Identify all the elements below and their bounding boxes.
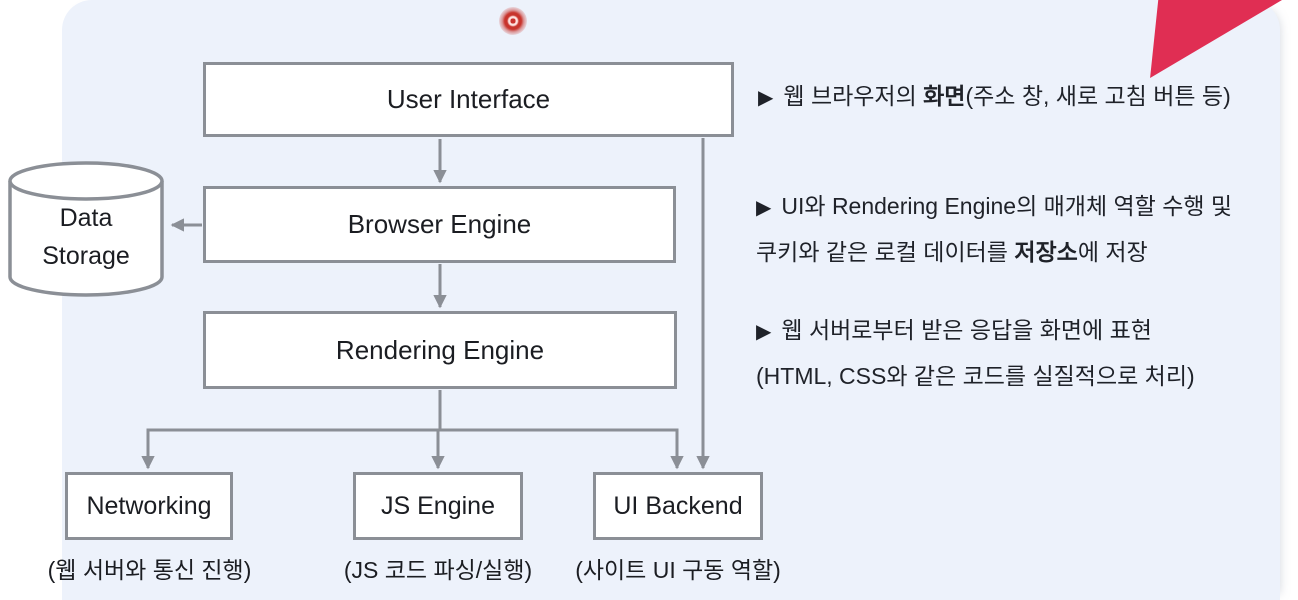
- note-browser-engine-line1: ▶UI와 Rendering Engine의 매개체 역할 수행 및: [756, 193, 1233, 219]
- note-browser-engine: ▶UI와 Rendering Engine의 매개체 역할 수행 및 쿠키와 같…: [756, 184, 1232, 274]
- caption-js-engine: (JS 코드 파싱/실행): [343, 557, 533, 583]
- box-user-interface: User Interface: [203, 62, 734, 137]
- laser-pointer-dot-icon: [499, 7, 527, 35]
- box-user-interface-label: User Interface: [386, 84, 551, 114]
- data-storage-cylinder: [8, 161, 164, 297]
- box-networking-label: Networking: [86, 491, 212, 520]
- note-user-interface-line1: ▶웹 브라우저의 화면(주소 창, 새로 고침 버튼 등): [758, 83, 1231, 109]
- bullet-triangle-icon: ▶: [758, 87, 774, 109]
- data-storage-line2: Storage: [42, 242, 130, 270]
- box-js-engine: JS Engine: [353, 472, 523, 540]
- box-browser-engine-label: Browser Engine: [347, 209, 532, 239]
- note-rendering-engine-line1: ▶웹 서버로부터 받은 응답을 화면에 표현: [756, 317, 1152, 343]
- data-storage-line1: Data: [59, 204, 113, 232]
- box-rendering-engine-label: Rendering Engine: [335, 334, 545, 365]
- note-rendering-engine: ▶웹 서버로부터 받은 응답을 화면에 표현 (HTML, CSS와 같은 코드…: [756, 308, 1195, 398]
- bullet-triangle-icon: ▶: [756, 197, 772, 219]
- note-rendering-engine-line2: (HTML, CSS와 같은 코드를 실질적으로 처리): [756, 363, 1195, 389]
- note-browser-engine-line2: 쿠키와 같은 로컬 데이터를 저장소에 저장: [756, 239, 1148, 265]
- box-ui-backend-label: UI Backend: [613, 491, 743, 520]
- box-networking: Networking: [65, 472, 233, 540]
- box-js-engine-label: JS Engine: [381, 491, 495, 520]
- data-storage-label: Data Storage: [10, 199, 162, 275]
- caption-ui-backend: (사이트 UI 구동 역할): [575, 557, 781, 583]
- box-ui-backend: UI Backend: [593, 472, 763, 540]
- note-user-interface: ▶웹 브라우저의 화면(주소 창, 새로 고침 버튼 등): [758, 74, 1231, 120]
- box-rendering-engine: Rendering Engine: [203, 311, 677, 389]
- bullet-triangle-icon: ▶: [756, 321, 772, 343]
- caption-networking: (웹 서버와 통신 진행): [47, 557, 252, 583]
- box-browser-engine: Browser Engine: [203, 186, 676, 263]
